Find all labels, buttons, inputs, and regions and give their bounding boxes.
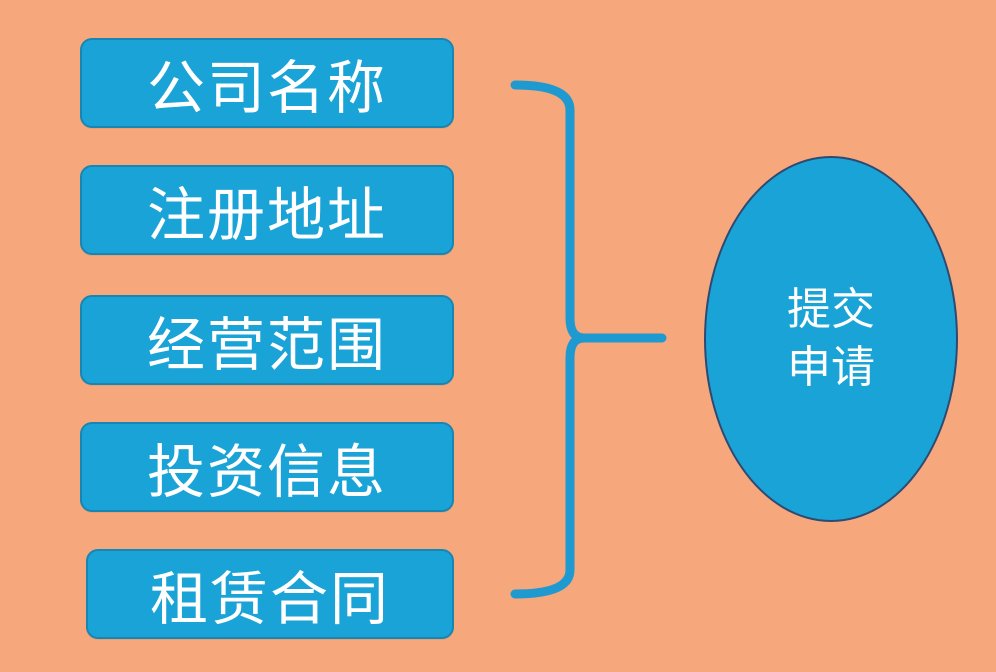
requirement-box-investment-info: 投资信息 bbox=[80, 422, 454, 512]
requirement-box-lease-contract: 租赁合同 bbox=[86, 549, 454, 639]
requirement-label: 公司名称 bbox=[146, 54, 387, 122]
requirement-box-company-name: 公司名称 bbox=[80, 38, 454, 128]
requirement-box-business-scope: 经营范围 bbox=[80, 295, 454, 385]
submit-application-ellipse: 提交申请 bbox=[704, 156, 958, 522]
requirement-box-registered-address: 注册地址 bbox=[80, 165, 454, 255]
requirement-label: 注册地址 bbox=[146, 181, 387, 249]
requirement-label: 投资信息 bbox=[146, 438, 387, 506]
requirement-label: 租赁合同 bbox=[149, 565, 390, 633]
requirement-label: 经营范围 bbox=[146, 311, 387, 379]
submit-application-label: 提交申请 bbox=[787, 284, 875, 393]
curly-brace-path bbox=[510, 80, 667, 599]
